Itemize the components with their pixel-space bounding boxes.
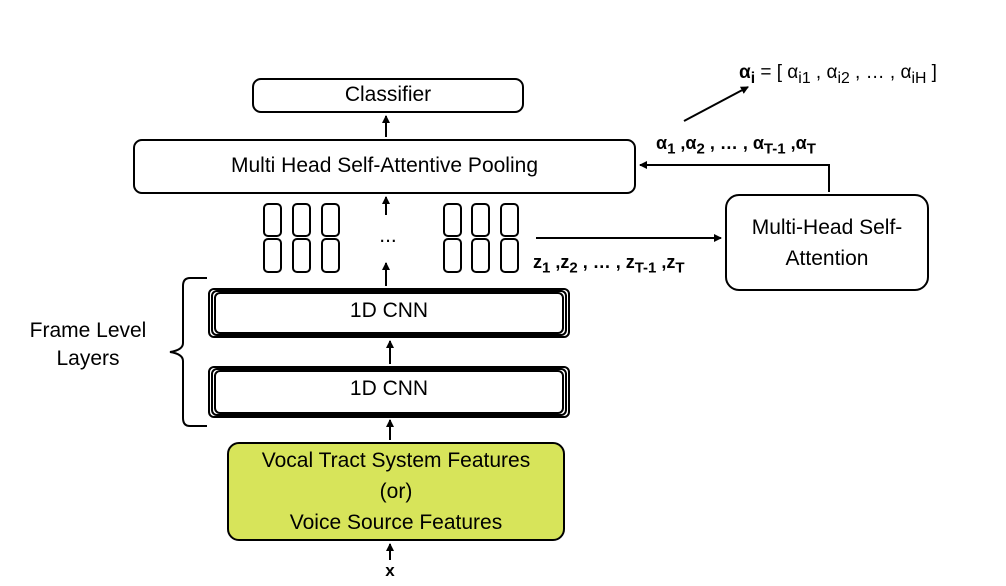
cnn-upper-box: 1D CNN [214, 292, 564, 334]
frame-level-label: Frame Level Layers [29, 319, 147, 371]
pooling-label: Multi Head Self-Attentive Pooling [231, 154, 538, 178]
embedding-vector-bottom [500, 238, 519, 273]
features-line-3: Voice Source Features [289, 511, 503, 534]
embedding-vector-top [263, 203, 282, 237]
embedding-vector-bottom [471, 238, 490, 273]
features-line-2: (or) [379, 480, 413, 503]
embedding-vector-top [471, 203, 490, 237]
attention-to-pooling-arrow [639, 161, 830, 192]
input-x-label: x [385, 561, 395, 580]
alpha-vector-formula: αi = [ αi1 , αi2 , … , αiH ] [739, 62, 937, 87]
pooling-box: Multi Head Self-Attentive Pooling [133, 139, 636, 194]
alpha-expansion-arrow [683, 86, 749, 122]
z-sequence-formula: z1 ,z2 , … , zT-1 ,zT [533, 252, 685, 277]
frame-level-brace [169, 277, 207, 427]
embedding-vector-top [321, 203, 340, 237]
embedding-vector-bottom [321, 238, 340, 273]
attention-label: Multi-Head Self-Attention [751, 215, 903, 270]
embedding-vector-top [292, 203, 311, 237]
input-features-box: Vocal Tract System Features (or) Voice S… [227, 442, 565, 541]
embedding-vector-bottom [263, 238, 282, 273]
embedding-vector-bottom [443, 238, 462, 273]
embedding-vector-bottom [292, 238, 311, 273]
classifier-box: Classifier [252, 78, 524, 113]
alpha-sequence-formula: α1 ,α2 , … , αT-1 ,αT [656, 133, 816, 158]
cnn-lower-box: 1D CNN [214, 370, 564, 414]
cnn-upper-label: 1D CNN [349, 299, 429, 322]
classifier-label: Classifier [344, 83, 432, 107]
embedding-vector-top [443, 203, 462, 237]
attention-box: Multi-Head Self-Attention [725, 194, 929, 291]
features-line-1: Vocal Tract System Features [261, 449, 531, 472]
embedding-vector-top [500, 203, 519, 237]
cnn-lower-label: 1D CNN [349, 377, 429, 400]
frames-ellipsis: ... [379, 224, 397, 247]
